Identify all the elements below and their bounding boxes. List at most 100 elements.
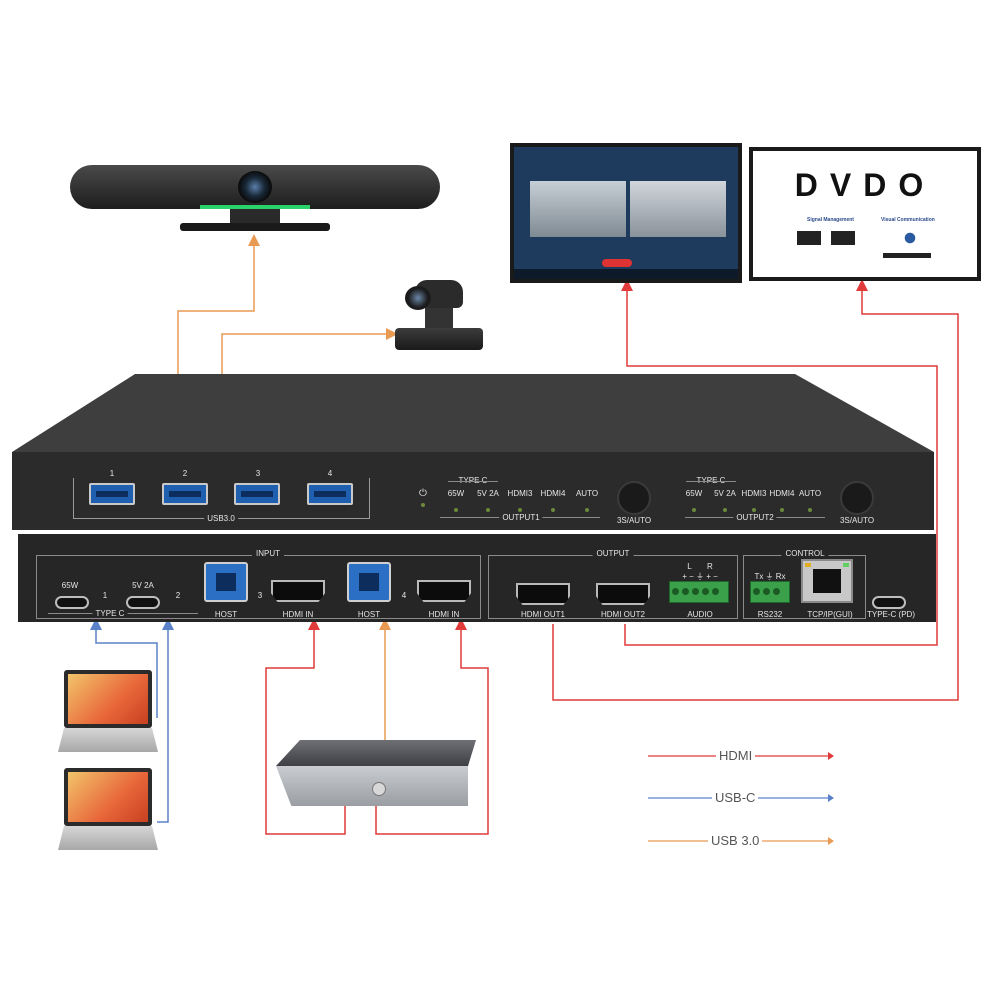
hdmi-out-label-1: HDMI OUT1 — [521, 610, 565, 619]
hdmi-in-label-2: HDMI IN — [428, 610, 460, 619]
output1-led-auto — [585, 508, 589, 512]
power-led — [421, 503, 425, 507]
legend-label-hdmi: HDMI — [716, 748, 756, 763]
output1-auto: AUTO — [575, 489, 599, 498]
output-title: OUTPUT — [592, 549, 634, 558]
usb30-line-ptz — [221, 328, 398, 375]
output2-led-hdmi3 — [752, 508, 756, 512]
dvdo-caption-right: Visual Communication — [881, 217, 935, 223]
usb30-port-2[interactable] — [162, 483, 208, 505]
hdmi-in-port-2[interactable] — [417, 580, 471, 602]
output1-button-label: 3S/AUTO — [616, 516, 652, 525]
output2-title: OUTPUT2 — [733, 513, 777, 522]
usb30-group-label: USB3.0 — [204, 514, 238, 523]
typec-port-1[interactable] — [55, 596, 89, 609]
laptop-1 — [58, 670, 158, 756]
host-label-1: HOST — [214, 610, 238, 619]
usb-number-1: 1 — [109, 469, 115, 478]
host-label-2: HOST — [357, 610, 381, 619]
usb30-port-3[interactable] — [234, 483, 280, 505]
output1-select-button[interactable] — [617, 481, 651, 515]
output2-led-hdmi4 — [780, 508, 784, 512]
output2-hdmi4: HDMI4 — [769, 489, 795, 498]
power-icon: ⏻ — [419, 488, 427, 499]
hdmi-in2-line — [375, 618, 489, 835]
usb-number-3: 3 — [255, 469, 261, 478]
video-tile-1 — [530, 181, 626, 237]
hdmi-out-port-2[interactable] — [596, 583, 650, 605]
output2-led-5v — [723, 508, 727, 512]
output2-led-auto — [808, 508, 812, 512]
host-port-1[interactable] — [204, 562, 248, 602]
hdmi-out2-line — [621, 279, 938, 646]
output2-typec-group: TYPE C — [693, 476, 729, 485]
usb30-port-4[interactable] — [307, 483, 353, 505]
usbc-line-laptop2 — [157, 618, 174, 823]
legend-label-usbc: USB-C — [712, 790, 759, 805]
typec-pd-label: TYPE-C (PD) — [867, 610, 915, 619]
output1-title: OUTPUT1 — [499, 513, 543, 522]
output1-typec-group: TYPE C — [455, 476, 491, 485]
usbc-line-laptop1 — [90, 618, 158, 718]
hdmi-in1-line — [265, 618, 346, 835]
output1-5v2a: 5V 2A — [477, 489, 499, 498]
mini-pc — [276, 740, 476, 808]
typec-num-2: 2 — [175, 591, 181, 600]
output2-hdmi3: HDMI3 — [741, 489, 767, 498]
monitor-dvdo: DVDO Signal Management Visual Communicat… — [749, 147, 981, 281]
control-title: CONTROL — [781, 549, 829, 558]
tcpip-label: TCP/IP(GUI) — [807, 610, 853, 619]
typec-5v2a-label: 5V 2A — [132, 581, 154, 590]
typec-port-2[interactable] — [126, 596, 160, 609]
rs232-label: RS232 — [757, 610, 783, 619]
legend-label-usb30: USB 3.0 — [708, 833, 763, 848]
input-title: INPUT — [252, 549, 284, 558]
ethernet-port[interactable] — [801, 559, 853, 603]
usb-number-2: 2 — [182, 469, 188, 478]
video-tile-2 — [630, 181, 726, 237]
typec-65w-label: 65W — [61, 581, 79, 590]
usb30-port-1[interactable] — [89, 483, 135, 505]
output1-led-hdmi3 — [518, 508, 522, 512]
typec-group-label: TYPE C — [92, 609, 128, 618]
output2-select-button[interactable] — [840, 481, 874, 515]
output1-led-65w — [454, 508, 458, 512]
dvdo-brand: DVDO — [794, 167, 936, 203]
output1-led-5v — [486, 508, 490, 512]
hdmi-out1-line — [552, 279, 959, 701]
rs232-top-label: Tx ⏚ Rx — [754, 572, 786, 581]
output2-led-65w — [692, 508, 696, 512]
soundbar-lens — [238, 171, 272, 203]
typec-num-1: 1 — [102, 591, 108, 600]
ptz-camera — [395, 280, 485, 352]
output2-65w: 65W — [685, 489, 703, 498]
laptop-2 — [58, 768, 158, 854]
host-port-2[interactable] — [347, 562, 391, 602]
monitor-video-conference — [510, 143, 742, 283]
legend: HDMI USB-C USB 3.0 — [640, 740, 840, 860]
audio-terminal[interactable] — [669, 581, 729, 603]
audio-top-label: L R — [687, 562, 713, 571]
typec-pd-port[interactable] — [872, 596, 906, 609]
audio-label: AUDIO — [687, 610, 713, 619]
output2-button-label: 3S/AUTO — [839, 516, 875, 525]
hdmi-in-label-1: HDMI IN — [282, 610, 314, 619]
output1-hdmi4: HDMI4 — [540, 489, 566, 498]
output2-5v2a: 5V 2A — [714, 489, 736, 498]
video-soundbar — [70, 165, 440, 235]
output2-auto: AUTO — [798, 489, 822, 498]
host-num-1: 3 — [257, 591, 263, 600]
rs232-terminal[interactable] — [750, 581, 790, 603]
audio-symbols: + − ⏚ + − — [682, 572, 718, 581]
usb-number-4: 4 — [327, 469, 333, 478]
output1-led-hdmi4 — [551, 508, 555, 512]
hdmi-out-port-1[interactable] — [516, 583, 570, 605]
usb30-line-soundbar — [177, 234, 260, 375]
output1-65w: 65W — [447, 489, 465, 498]
hdmi-in-port-1[interactable] — [271, 580, 325, 602]
hdmi-out-label-2: HDMI OUT2 — [601, 610, 645, 619]
host-num-2: 4 — [401, 591, 407, 600]
mini-pc-power-button — [372, 782, 386, 796]
output1-hdmi3: HDMI3 — [507, 489, 533, 498]
